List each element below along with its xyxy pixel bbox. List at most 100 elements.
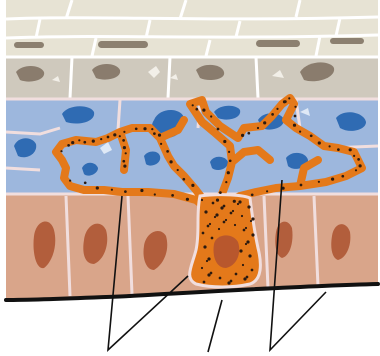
melanin-granule <box>160 143 162 145</box>
melanin-granule <box>123 131 125 133</box>
melanin-granule <box>154 193 156 195</box>
melanin-granule <box>251 233 254 236</box>
melanin-granule <box>92 140 95 143</box>
melanin-granule <box>241 215 243 217</box>
top-cell-nucleus <box>14 42 44 48</box>
melanin-granule <box>60 150 62 152</box>
melanin-granule <box>235 273 238 276</box>
melanin-granule <box>288 97 290 99</box>
melanin-granule <box>135 127 138 130</box>
melanin-granule <box>201 267 203 269</box>
melanin-granule <box>217 128 220 131</box>
melanin-granule <box>230 212 233 215</box>
melanin-granule <box>123 165 126 168</box>
melanin-granule <box>266 190 268 192</box>
melanin-granule <box>143 127 146 130</box>
melanin-granule <box>140 189 143 192</box>
melanin-granule <box>283 100 286 103</box>
melanin-granule <box>246 276 249 279</box>
melanin-granule <box>122 139 125 142</box>
melanin-granule <box>276 108 278 110</box>
melanin-granule <box>237 203 239 205</box>
melanin-granule <box>263 121 266 124</box>
melanin-granule <box>251 217 254 220</box>
melanin-granule <box>177 169 179 171</box>
melanin-granule <box>202 109 205 112</box>
melanin-granule <box>153 132 156 135</box>
melanin-granule <box>203 281 206 284</box>
melanin-granule <box>294 106 296 108</box>
melanin-granule <box>111 189 113 191</box>
melanin-granule <box>223 140 226 143</box>
melanin-granule <box>122 160 125 163</box>
melanin-granule <box>229 159 232 162</box>
melanin-granule <box>210 272 213 275</box>
melanin-granule <box>247 132 250 135</box>
melanin-granule <box>151 128 153 130</box>
stratum-corneum-bg <box>6 0 378 56</box>
melanin-granule <box>228 151 230 153</box>
melanin-granule <box>251 269 254 272</box>
melanin-granule <box>232 210 234 212</box>
melanin-granule <box>83 141 86 144</box>
melanin-granule <box>171 194 174 197</box>
melanin-granule <box>207 225 210 228</box>
top-cell-nucleus <box>256 40 300 47</box>
stratum-granulosum-layer <box>6 56 378 98</box>
melanin-granule <box>69 180 71 182</box>
melanin-granule <box>216 199 219 202</box>
melanin-granule <box>239 249 242 252</box>
melanin-granule <box>191 184 194 187</box>
melanin-granule <box>203 245 206 248</box>
melanin-granule <box>192 104 194 106</box>
melanin-granule <box>310 134 313 137</box>
melanin-granule <box>318 141 321 144</box>
melanin-granule <box>318 181 320 183</box>
melanin-granule <box>331 178 334 181</box>
melanin-granule <box>271 113 274 116</box>
melanin-granule <box>170 160 173 163</box>
melanin-granule <box>359 164 362 167</box>
melanin-granule <box>329 145 331 147</box>
melanin-granule <box>107 136 110 139</box>
melanin-granule <box>125 152 127 154</box>
melanin-granule <box>353 155 355 157</box>
melanin-granule <box>218 228 220 230</box>
melanin-granule <box>248 254 251 257</box>
melanin-granule <box>223 221 226 224</box>
melanin-granule <box>250 220 252 222</box>
melanin-granule <box>214 216 216 218</box>
melanin-granule <box>294 115 297 118</box>
melanin-granule <box>100 138 102 140</box>
melanin-granule <box>241 134 244 137</box>
melanin-granule <box>238 200 241 203</box>
melanin-granule <box>225 181 227 183</box>
melanin-granule <box>78 139 80 141</box>
melanin-granule <box>195 108 198 111</box>
melanin-granule <box>212 202 215 205</box>
melanin-granule <box>357 158 360 161</box>
melanin-granule <box>337 148 340 151</box>
melanin-granule <box>341 175 344 178</box>
melanin-granule <box>96 186 99 189</box>
melanin-granule <box>210 115 212 117</box>
melanin-granule <box>186 198 189 201</box>
melanin-granule <box>71 141 74 144</box>
melanin-granule <box>219 277 222 280</box>
melanin-granule <box>202 232 205 235</box>
melanin-granule <box>233 200 236 203</box>
melanin-granule <box>123 146 126 149</box>
melanin-granule <box>209 223 211 225</box>
melanin-granule <box>182 178 185 181</box>
melanin-granule <box>225 219 227 221</box>
melanin-granule <box>227 171 230 174</box>
melanin-granule <box>84 181 87 184</box>
melanin-granule <box>242 264 244 266</box>
melanin-granule <box>300 184 303 187</box>
melanin-granule <box>223 205 226 208</box>
melanin-granule <box>207 257 210 260</box>
melanin-granule <box>234 224 236 226</box>
melanin-granule <box>219 191 222 194</box>
melanin-granule <box>245 243 247 245</box>
